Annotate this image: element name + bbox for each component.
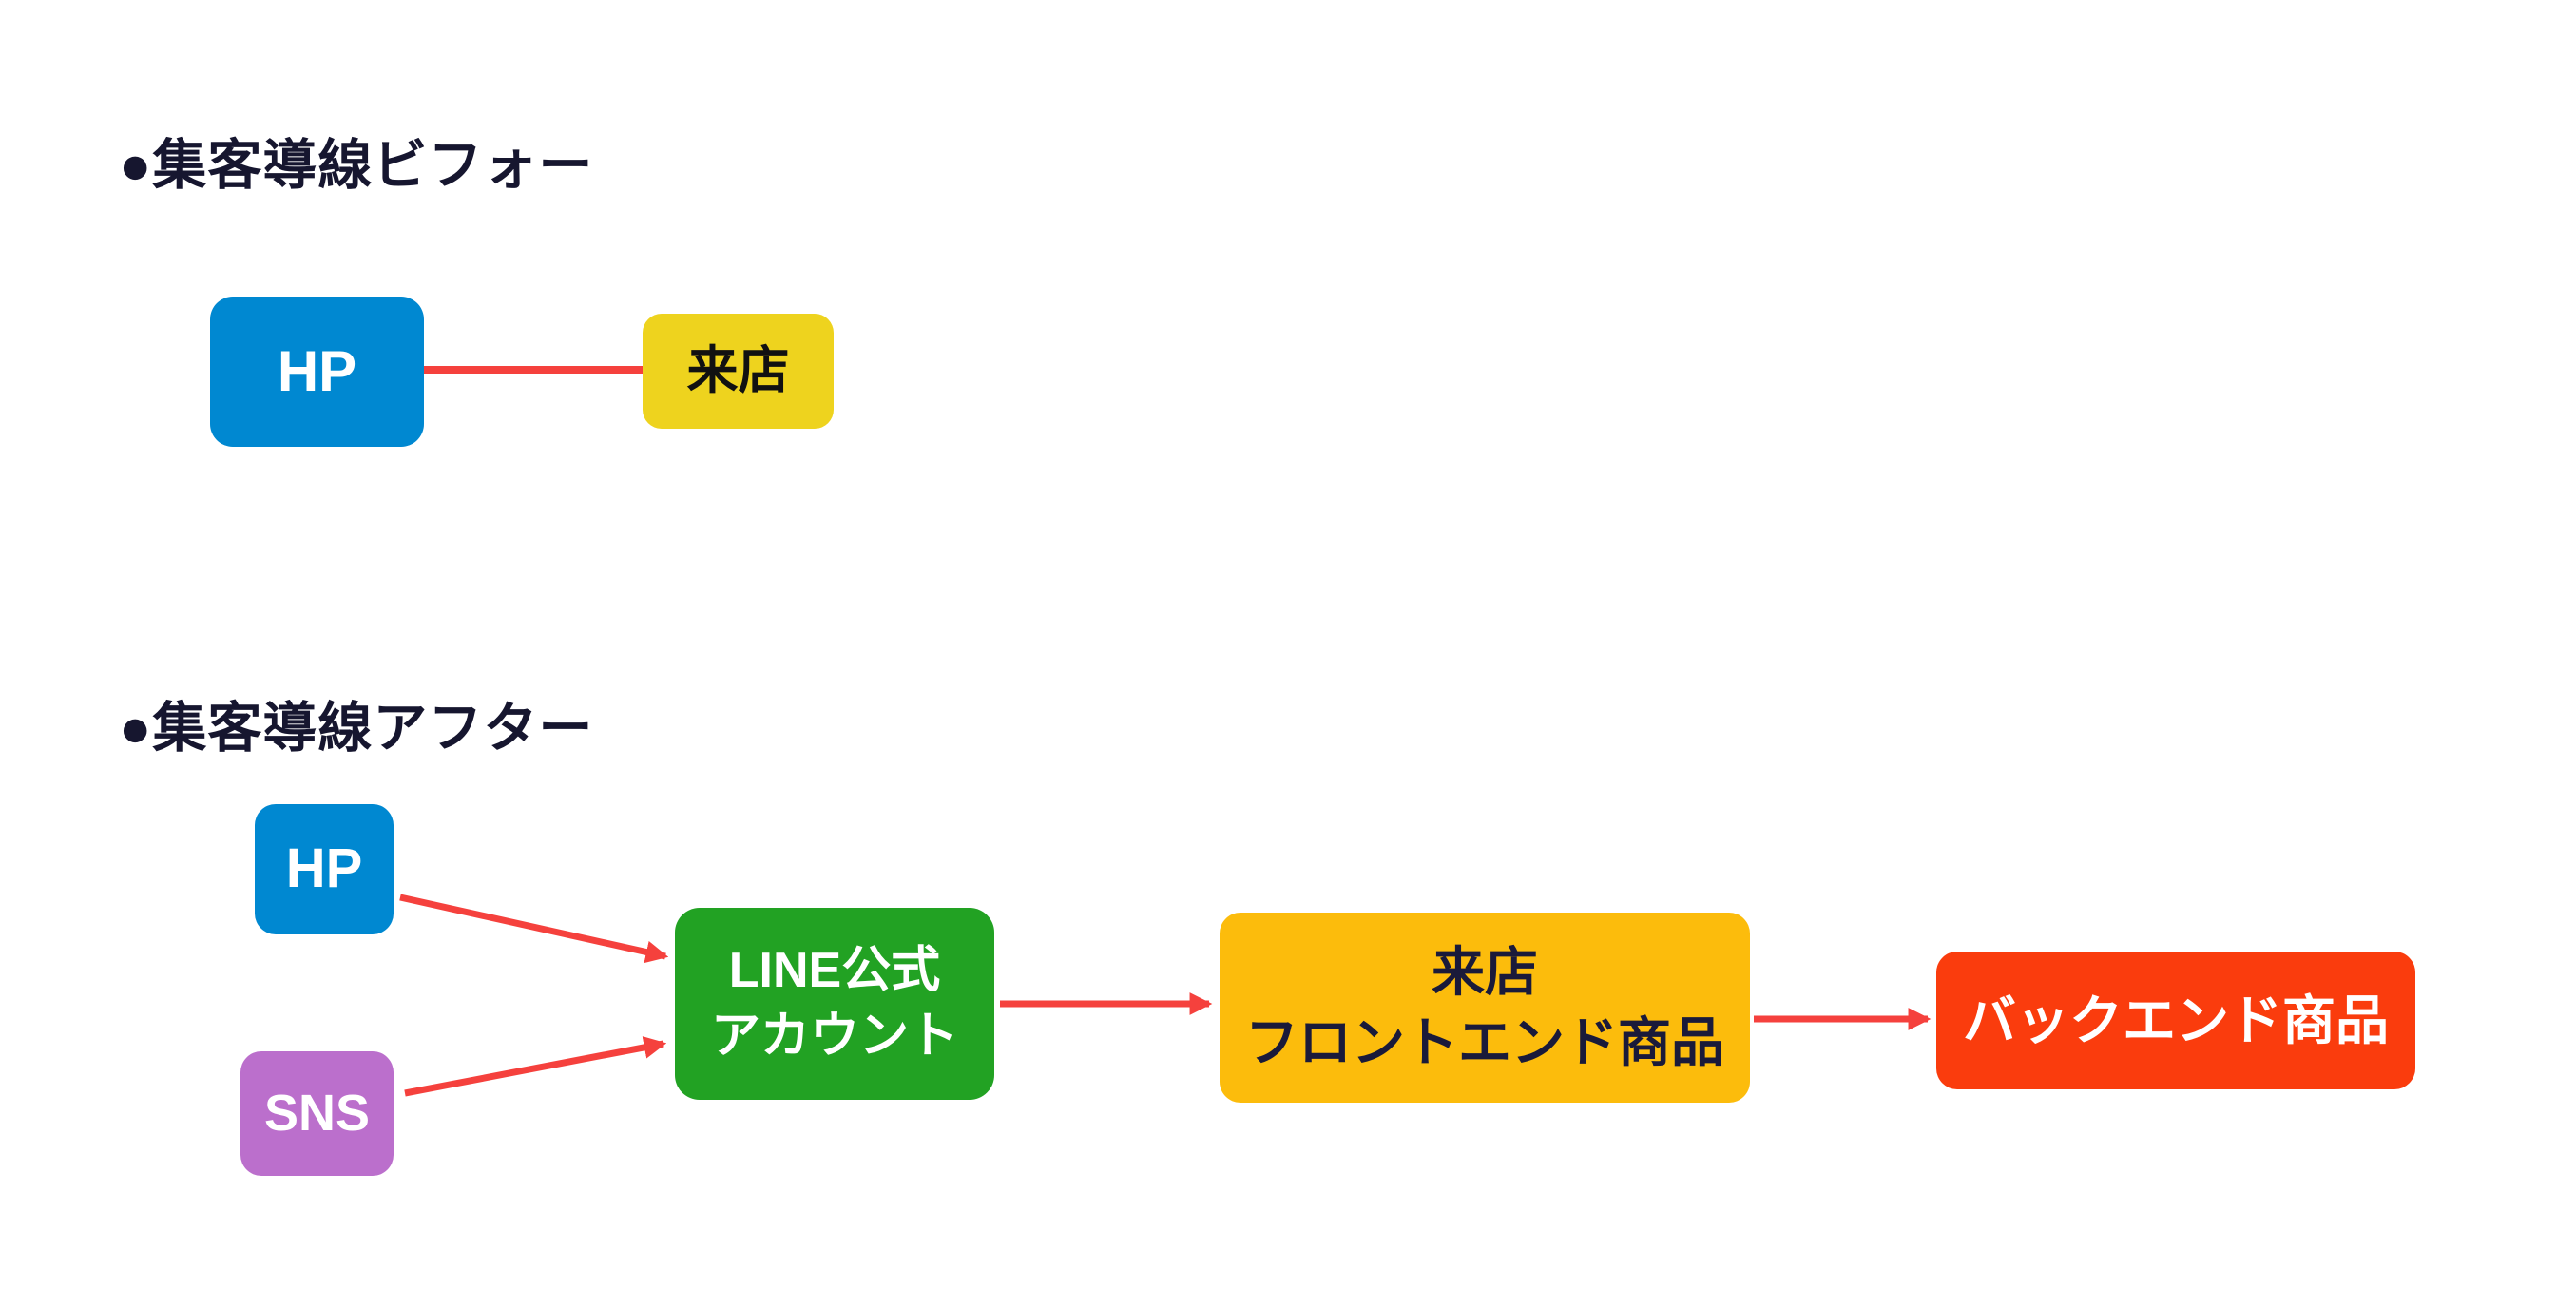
node-line-official-label-line1: LINE公式 xyxy=(728,943,941,999)
section-title-after: ●集客導線アフター xyxy=(119,698,594,759)
node-frontend-label-line2: フロントエンド商品 xyxy=(1245,1012,1724,1072)
node-hp-after[interactable]: HP xyxy=(255,804,394,934)
node-hp-before-label: HP xyxy=(277,339,357,404)
node-sns[interactable]: SNS xyxy=(240,1051,394,1176)
node-hp-before[interactable]: HP xyxy=(210,297,424,447)
node-visit-before[interactable]: 来店 xyxy=(643,314,834,429)
node-backend-product[interactable]: バックエンド商品 xyxy=(1936,952,2415,1089)
node-visit-before-label: 来店 xyxy=(686,341,790,399)
node-backend-label: バックエンド商品 xyxy=(1963,990,2389,1050)
arrow-sns-to-line-official xyxy=(404,1036,667,1097)
node-line-official-label-line2: アカウント xyxy=(710,1009,958,1064)
node-sns-label: SNS xyxy=(263,1084,371,1142)
node-frontend-label-line1: 来店 xyxy=(1432,942,1538,1003)
node-line-official-account[interactable]: LINE公式 アカウント xyxy=(675,908,994,1100)
node-visit-frontend-product[interactable]: 来店 フロントエンド商品 xyxy=(1220,913,1750,1103)
section-title-before: ●集客導線ビフォー xyxy=(119,135,594,196)
node-hp-after-label: HP xyxy=(285,837,363,900)
arrow-hp-to-line-official xyxy=(399,894,669,964)
